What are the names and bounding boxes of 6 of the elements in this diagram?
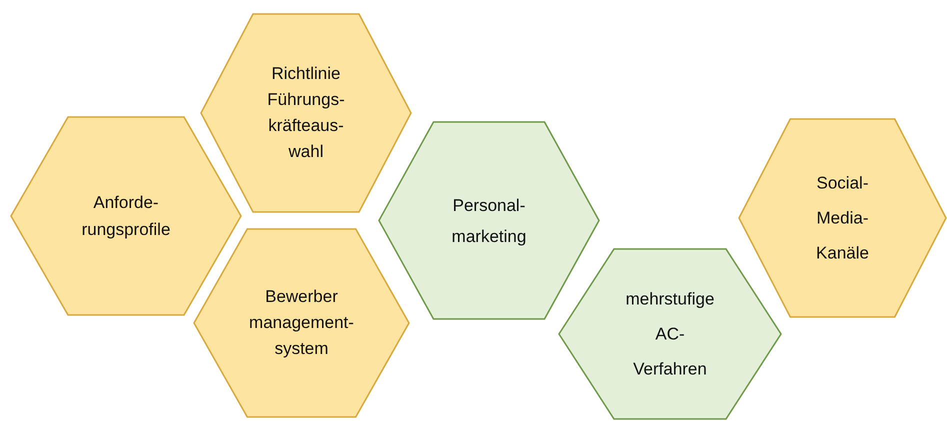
hexagon-label: Bewerber management- system [248, 286, 355, 360]
hexagon-label: Personal- marketing [450, 194, 528, 248]
hexagon-label: Social- Media- Kanäle [815, 172, 870, 264]
hexagon-label: Anforde- rungsprofile [80, 192, 172, 241]
hexagon-label: mehrstufige AC- Verfahren [624, 288, 716, 380]
hexagon-label: Richtlinie Führungs- kräfteaus- wahl [266, 63, 346, 163]
